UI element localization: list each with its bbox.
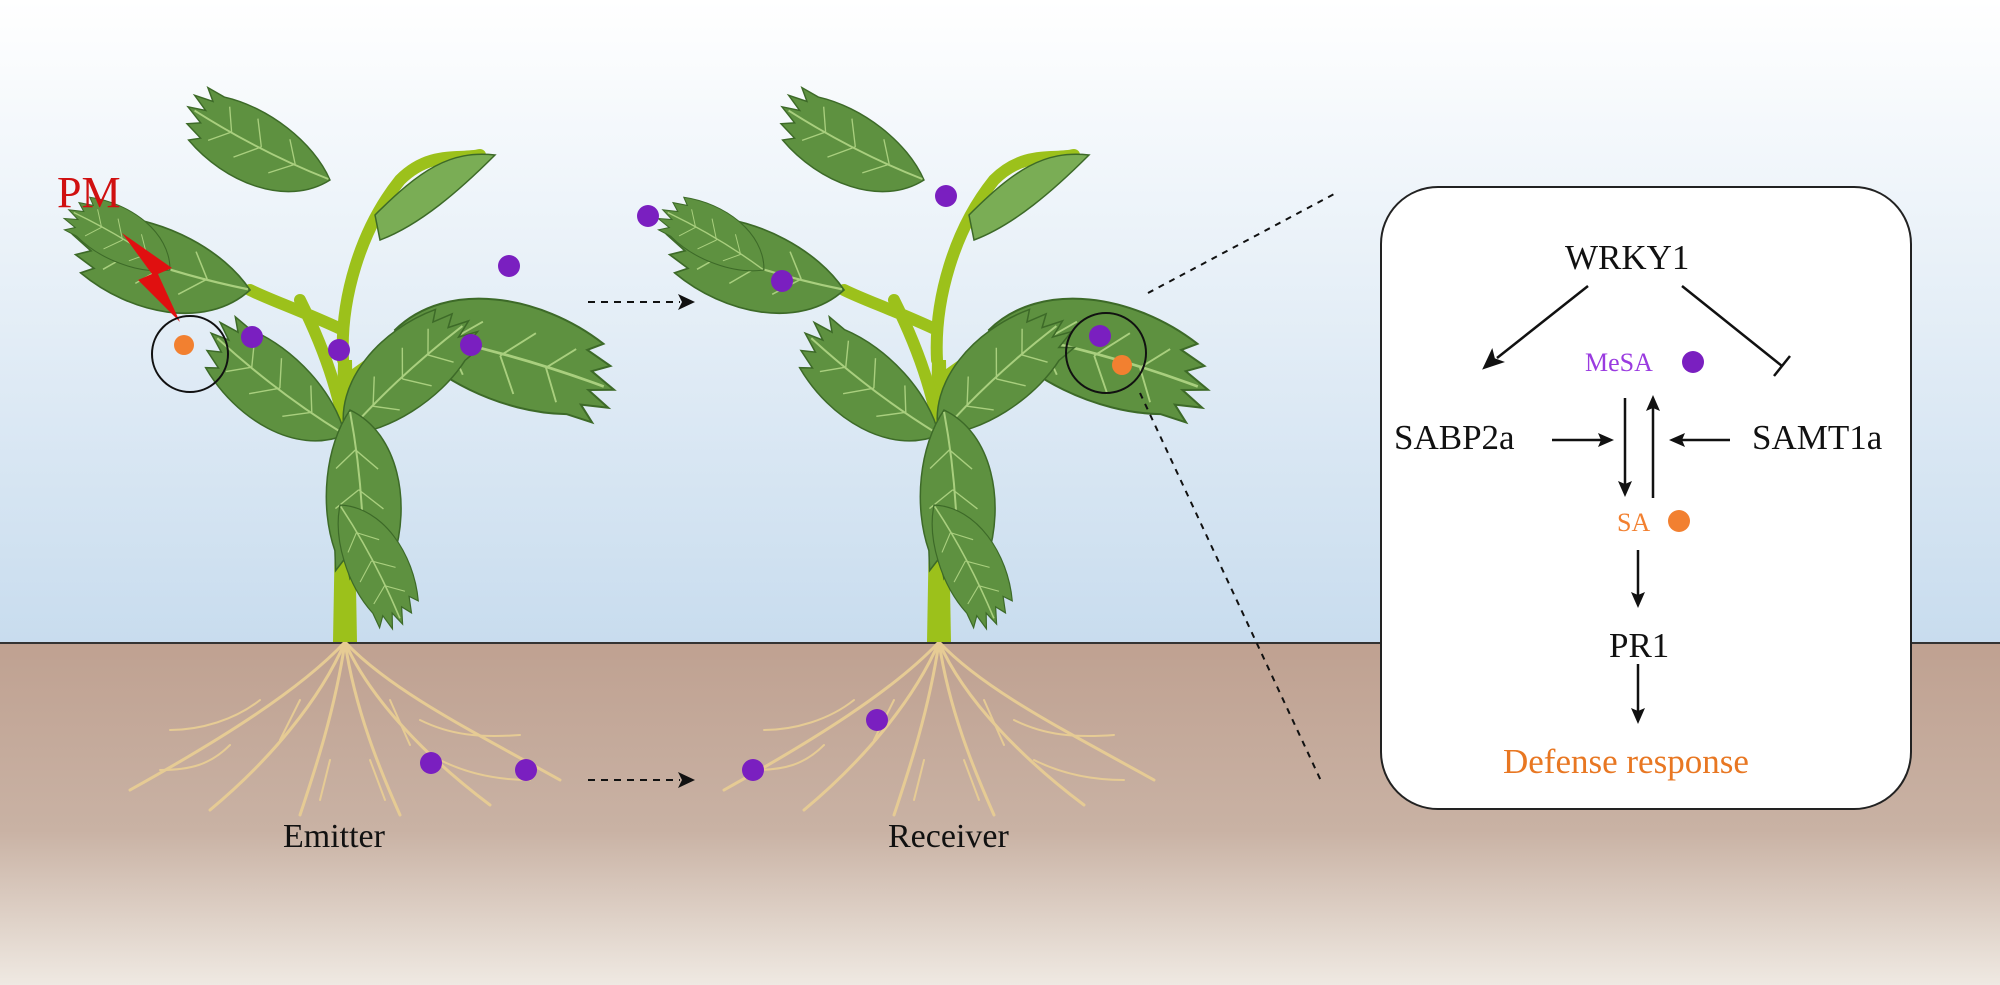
wrky1-label: WRKY1 bbox=[1565, 238, 1690, 277]
mesa-molecule-icon bbox=[420, 752, 442, 774]
mesa-molecule-icon bbox=[637, 205, 659, 227]
pathway-arrows bbox=[1482, 285, 1791, 724]
receiver-plant bbox=[650, 77, 1226, 817]
mesa-molecule-icon bbox=[1682, 351, 1704, 373]
mesa-molecule-icon bbox=[866, 709, 888, 731]
mesa-molecule-icon bbox=[515, 759, 537, 781]
soil-transfer-arrow bbox=[588, 772, 695, 788]
emitter-infection-circle bbox=[151, 315, 229, 393]
sa-label: SA bbox=[1617, 508, 1651, 537]
mesa-molecule-icon bbox=[935, 185, 957, 207]
pm-label: PM bbox=[57, 168, 121, 217]
mesa-label: MeSA bbox=[1585, 348, 1653, 377]
mesa-molecule-icon bbox=[742, 759, 764, 781]
sa-molecule-icon bbox=[174, 335, 194, 355]
lightning-icon bbox=[122, 233, 180, 322]
sabp2a-label: SABP2a bbox=[1394, 418, 1515, 457]
defense-response-label: Defense response bbox=[1503, 742, 1749, 781]
airborne-transfer-arrow bbox=[588, 294, 695, 310]
mesa-molecule-icon bbox=[498, 255, 520, 277]
mesa-molecule-icon bbox=[1089, 325, 1111, 347]
sa-molecule-icon bbox=[1112, 355, 1132, 375]
receiver-leaf-circle bbox=[1065, 312, 1147, 394]
pr1-label: PR1 bbox=[1609, 626, 1670, 665]
mesa-molecule-icon bbox=[460, 334, 482, 356]
sa-molecule-icon bbox=[1668, 510, 1690, 532]
emitter-label: Emitter bbox=[283, 818, 385, 855]
samt1a-label: SAMT1a bbox=[1752, 418, 1883, 457]
receiver-label: Receiver bbox=[888, 818, 1009, 855]
mesa-molecule-icon bbox=[771, 270, 793, 292]
pathway-panel: WRKY1 MeSA SABP2a SAMT1a SA PR1 Defense … bbox=[1380, 186, 1912, 810]
mesa-molecule-icon bbox=[241, 326, 263, 348]
mesa-molecule-icon bbox=[328, 339, 350, 361]
